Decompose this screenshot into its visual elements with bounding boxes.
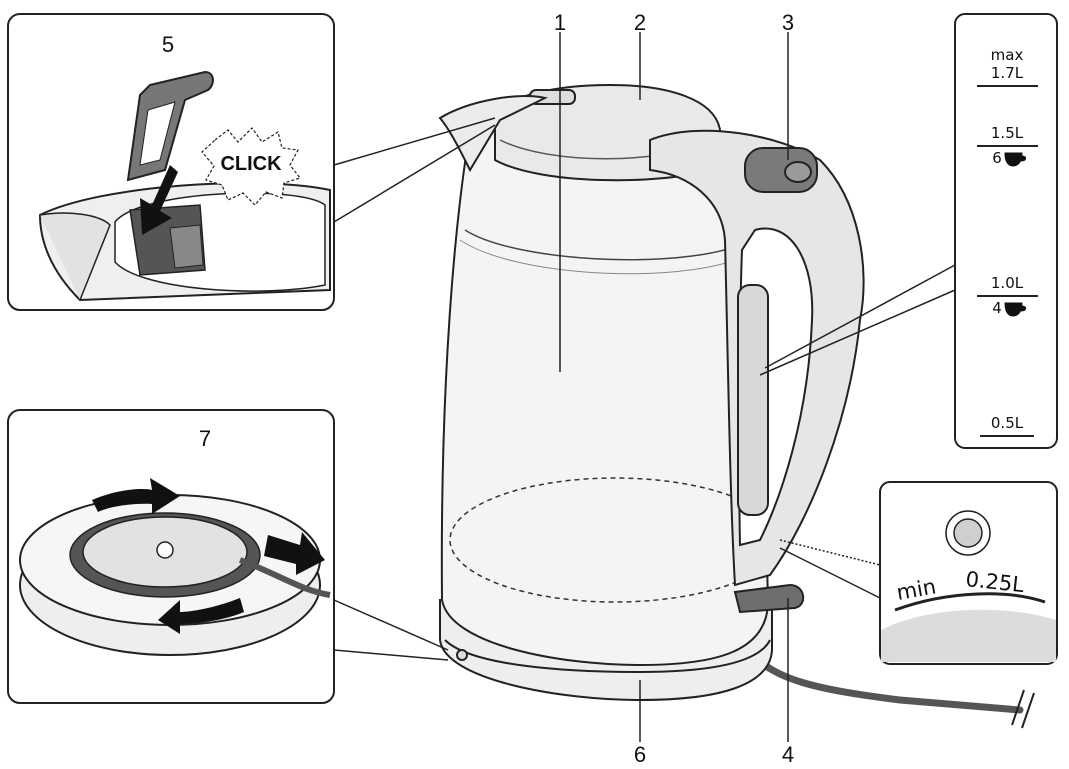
on-off-switch [733,583,805,614]
cup-icon [1004,302,1027,317]
click-label: CLICK [220,153,282,175]
callout-2: 2 [634,10,646,35]
cable-wind-arrow-bottom [158,598,244,634]
cable-wind-arrow-right [264,532,325,575]
click-burst [201,127,302,206]
callout-1: 1 [554,10,566,35]
scale-max-value: 1.7L [991,64,1024,82]
cable-wind-arrow-top [92,478,180,514]
base-panel: 7 [7,409,449,704]
scale-cups-6: 6 [992,149,1002,167]
filter-panel: CLICK 5 [7,13,496,311]
scale-cups-4: 4 [992,299,1002,317]
callout-3: 3 [782,10,794,35]
min-level-panel: min 0.25L [779,481,1058,665]
scale-1-0: 1.0L [991,274,1024,292]
spout [438,95,548,173]
callout-7: 7 [199,426,211,451]
kettle [438,83,1035,729]
cup-icon [1004,152,1027,167]
callout-4: 4 [782,742,794,767]
callout-5: 5 [162,32,174,57]
scale-max-label: max [991,46,1024,64]
scale-1-5: 1.5L [991,124,1024,142]
insert-arrow [140,165,178,235]
callout-6: 6 [634,742,646,767]
water-scale-panel: max 1.7L 1.5L 6 1.0L 4 0.5L [759,13,1058,449]
base-button [456,649,468,661]
cable-break-mark [1011,689,1035,729]
water-level-window [737,284,769,516]
scale-0-5: 0.5L [991,414,1024,432]
